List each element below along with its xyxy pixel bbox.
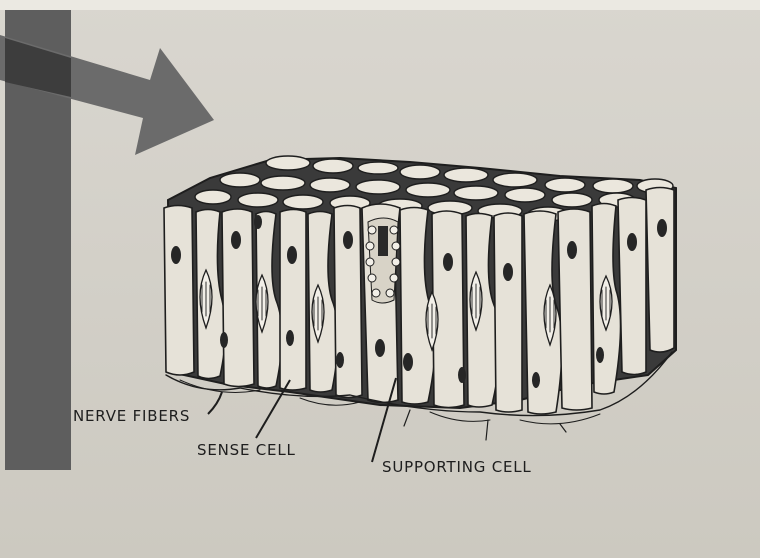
epithelium-block — [164, 156, 676, 440]
leader-line-nerve-fibers — [208, 392, 222, 414]
label-supporting-cell: SUPPORTING CELL — [382, 458, 532, 476]
label-nerve-fibers: NERVE FIBERS — [73, 407, 190, 425]
label-sense-cell: SENSE CELL — [197, 441, 296, 459]
